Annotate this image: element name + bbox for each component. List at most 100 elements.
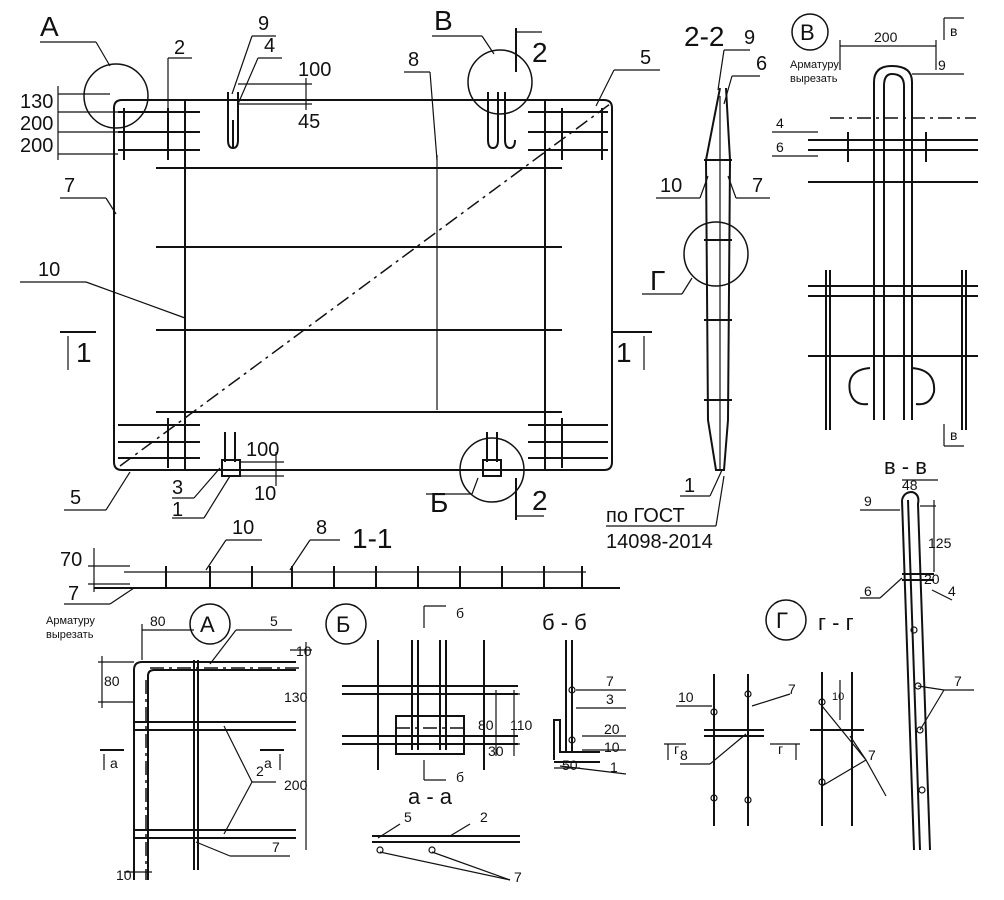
svg-text:7: 7 bbox=[868, 747, 876, 763]
svg-text:7: 7 bbox=[64, 175, 75, 197]
svg-text:45: 45 bbox=[298, 111, 320, 133]
svg-text:10: 10 bbox=[254, 483, 276, 505]
svg-text:100: 100 bbox=[298, 59, 331, 81]
svg-text:7: 7 bbox=[954, 673, 962, 689]
svg-text:2-2: 2-2 bbox=[684, 21, 724, 52]
lifting-loop-top-left bbox=[227, 92, 239, 150]
section-v-v: в - в 48 125 20 9 6 4 7 bbox=[860, 454, 974, 851]
corner-bars-bottom-left bbox=[118, 418, 200, 468]
svg-text:В: В bbox=[434, 5, 453, 36]
section-g-g-leaders: 10 7 bbox=[821, 680, 887, 797]
section-mark-1-left: 1 bbox=[60, 331, 96, 370]
svg-text:100: 100 bbox=[246, 439, 279, 461]
svg-text:10: 10 bbox=[604, 739, 620, 755]
svg-text:г: г bbox=[674, 741, 679, 757]
svg-text:9: 9 bbox=[258, 13, 269, 35]
svg-text:125: 125 bbox=[928, 535, 952, 551]
detail-v-pos-6: 6 bbox=[772, 139, 818, 157]
svg-text:10: 10 bbox=[116, 867, 132, 883]
section-2-2: 2-2 9 6 10 7 bbox=[606, 21, 770, 553]
callout-b: Б bbox=[426, 477, 479, 518]
detail-b-dims: 80 110 30 bbox=[470, 690, 533, 759]
svg-text:80: 80 bbox=[478, 717, 494, 733]
svg-text:г: г bbox=[778, 741, 783, 757]
svg-text:1: 1 bbox=[684, 475, 695, 497]
gost-note: по ГОСТ 14098-2014 bbox=[606, 475, 725, 553]
svg-text:1: 1 bbox=[172, 499, 183, 521]
svg-text:г - г: г - г bbox=[818, 610, 854, 635]
svg-text:200: 200 bbox=[20, 113, 53, 135]
svg-text:10: 10 bbox=[678, 689, 694, 705]
svg-text:1-1: 1-1 bbox=[352, 523, 392, 554]
svg-text:10: 10 bbox=[660, 175, 682, 197]
dim-chain-left: 130 200 200 bbox=[20, 86, 118, 160]
plan-view: А В Б 1 1 2 bbox=[20, 5, 660, 521]
detail-a-pos-5: 5 bbox=[209, 613, 292, 665]
diagonal-axis bbox=[119, 103, 611, 467]
svg-text:8: 8 bbox=[680, 747, 688, 763]
pos-2-leader: 2 bbox=[167, 37, 192, 152]
svg-text:48: 48 bbox=[902, 477, 918, 493]
pos-4-leader-plan: 4 bbox=[237, 35, 282, 105]
svg-text:8: 8 bbox=[408, 49, 419, 71]
section-1-1: 1-1 70 10 8 bbox=[60, 517, 620, 605]
svg-text:а: а bbox=[110, 755, 118, 771]
section-1-1-pos-7: 7 bbox=[64, 583, 135, 605]
svg-text:1: 1 bbox=[76, 337, 92, 368]
svg-text:10: 10 bbox=[232, 517, 254, 539]
svg-text:вырезать: вырезать bbox=[790, 73, 838, 85]
section-2-2-studs bbox=[704, 159, 732, 401]
callout-a: А bbox=[40, 11, 111, 67]
section-1-1-dim-70: 70 bbox=[60, 548, 130, 592]
svg-text:20: 20 bbox=[924, 571, 940, 587]
detail-v-bars bbox=[808, 132, 978, 430]
svg-text:по ГОСТ: по ГОСТ bbox=[606, 505, 685, 527]
detail-circle-v bbox=[467, 49, 533, 115]
svg-text:10: 10 bbox=[38, 259, 60, 281]
section-1-1-pos-10: 10 bbox=[205, 517, 262, 571]
svg-text:б: б bbox=[456, 605, 464, 621]
detail-b: Б б 80 110 30 б bbox=[325, 603, 533, 785]
svg-text:3: 3 bbox=[172, 477, 183, 499]
pos-1-leader-plan: 1 bbox=[172, 475, 231, 521]
svg-text:9: 9 bbox=[938, 57, 946, 73]
detail-circle-a bbox=[83, 63, 149, 129]
svg-text:4: 4 bbox=[948, 583, 956, 599]
svg-text:Г: Г bbox=[776, 608, 788, 633]
svg-text:130: 130 bbox=[20, 91, 53, 113]
section-b-b-leaders: 7 3 20 10 1 50 bbox=[554, 673, 627, 775]
svg-text:200: 200 bbox=[20, 135, 53, 157]
section-1-1-pos-8: 8 bbox=[289, 517, 340, 571]
svg-text:5: 5 bbox=[640, 47, 651, 69]
svg-text:7: 7 bbox=[788, 681, 796, 697]
svg-text:5: 5 bbox=[70, 487, 81, 509]
detail-g-leaders: 10 7 8 г г bbox=[664, 681, 800, 765]
svg-text:в - в: в - в bbox=[884, 454, 927, 479]
callout-g-leader: Г bbox=[642, 265, 693, 296]
svg-text:2: 2 bbox=[174, 37, 185, 59]
svg-text:30: 30 bbox=[488, 743, 504, 759]
pos-7-leader-plan: 7 bbox=[60, 175, 117, 215]
svg-text:4: 4 bbox=[264, 35, 275, 57]
pos-8-leader-plan: 8 bbox=[404, 49, 438, 161]
section-a-a: а - а 5 2 7 bbox=[372, 784, 522, 885]
section-2-2-pos-6: 6 bbox=[723, 53, 767, 105]
svg-text:80: 80 bbox=[150, 613, 166, 629]
svg-text:130: 130 bbox=[284, 689, 308, 705]
dim-top-loop: 100 45 bbox=[238, 59, 331, 133]
pos-10-leader-plan: 10 bbox=[20, 259, 186, 319]
svg-text:А: А bbox=[200, 612, 215, 637]
section-a-a-leaders: 5 2 7 bbox=[377, 809, 522, 885]
detail-a-pos-2: 2 bbox=[223, 725, 276, 835]
svg-text:7: 7 bbox=[272, 839, 280, 855]
detail-circle-g bbox=[683, 221, 749, 287]
svg-text:2: 2 bbox=[532, 485, 548, 516]
svg-text:1: 1 bbox=[610, 759, 618, 775]
svg-text:10: 10 bbox=[296, 643, 312, 659]
embedded-plate-bottom-right bbox=[482, 432, 502, 477]
svg-text:5: 5 bbox=[270, 613, 278, 629]
svg-text:9: 9 bbox=[864, 493, 872, 509]
svg-text:9: 9 bbox=[744, 27, 755, 49]
detail-g: Г 10 7 8 г г bbox=[664, 599, 807, 826]
svg-text:5: 5 bbox=[404, 809, 412, 825]
